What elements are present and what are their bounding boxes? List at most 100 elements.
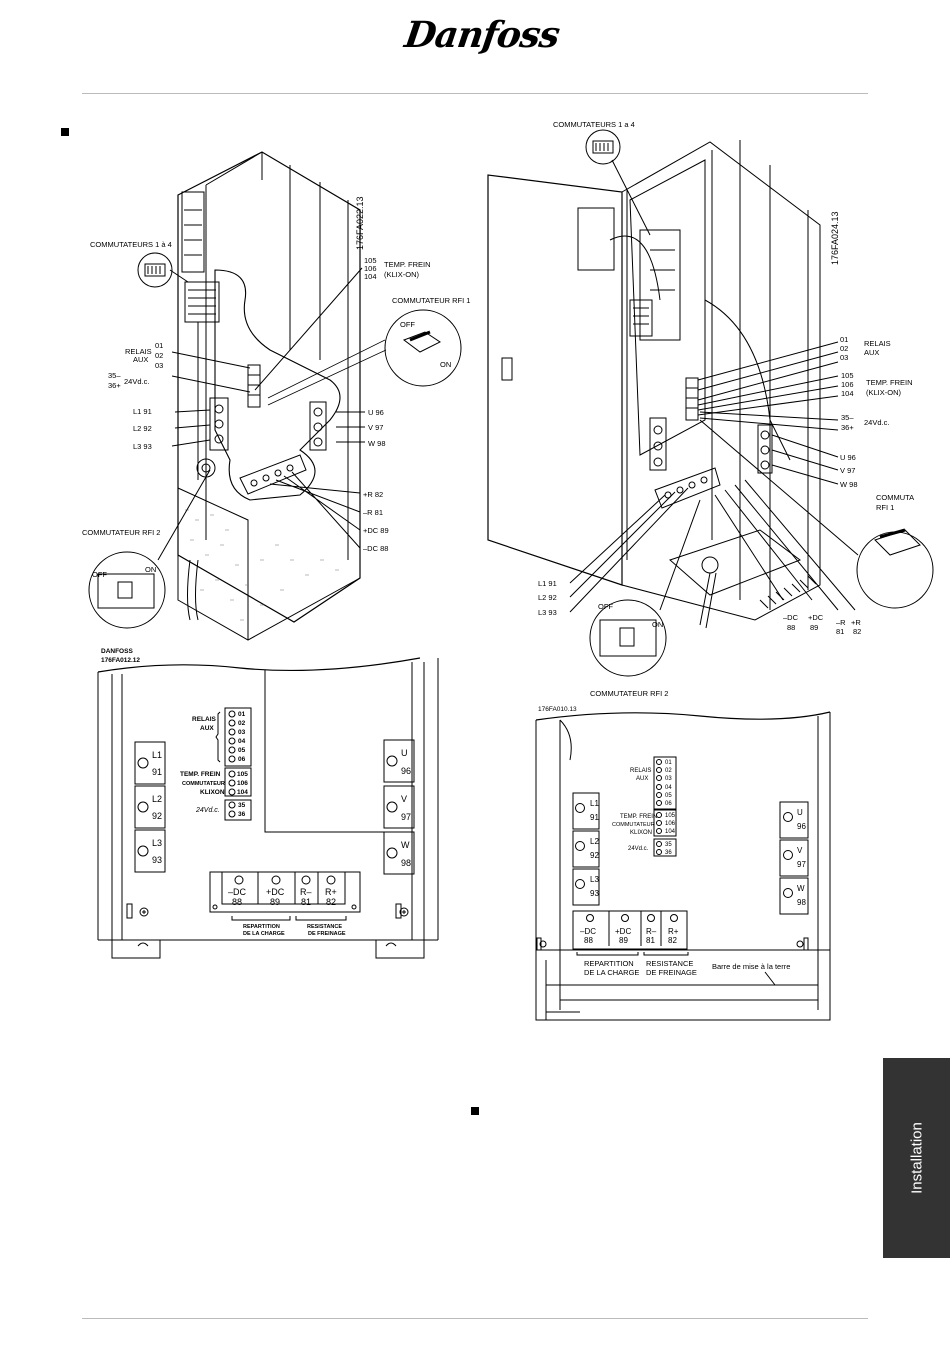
- svg-text:U 96: U 96: [368, 408, 384, 417]
- svg-text:02: 02: [840, 344, 848, 353]
- svg-text:36: 36: [238, 811, 246, 818]
- svg-text:105: 105: [364, 256, 377, 265]
- svg-text:OFF: OFF: [400, 320, 415, 329]
- svg-text:97: 97: [401, 812, 411, 822]
- svg-text:AUX: AUX: [636, 776, 648, 782]
- svg-text:RELAIS: RELAIS: [630, 768, 651, 774]
- svg-text:–DC: –DC: [783, 613, 799, 622]
- svg-text:91: 91: [590, 813, 599, 822]
- svg-text:03: 03: [155, 361, 163, 370]
- svg-text:93: 93: [152, 855, 162, 865]
- svg-text:L3 93: L3 93: [133, 442, 152, 451]
- section-bullet-1: [61, 128, 69, 136]
- svg-text:24Vd.c.: 24Vd.c.: [195, 807, 220, 814]
- svg-text:01: 01: [155, 341, 163, 350]
- svg-text:L2 92: L2 92: [538, 593, 557, 602]
- svg-text:04: 04: [238, 738, 246, 745]
- section-tab[interactable]: Installation: [883, 1058, 950, 1258]
- svg-text:98: 98: [797, 898, 806, 907]
- svg-text:02: 02: [665, 768, 672, 774]
- svg-text:W: W: [797, 884, 805, 893]
- figure-b-labels: COMMUTATEURS 1 a 4 176FA024.13 01 02 03 …: [538, 120, 914, 698]
- svg-text:88: 88: [584, 936, 593, 945]
- svg-text:36+: 36+: [841, 423, 854, 432]
- svg-text:R–: R–: [300, 887, 312, 897]
- svg-text:DE FREINAGE: DE FREINAGE: [308, 931, 346, 937]
- svg-text:DANFOSS: DANFOSS: [101, 648, 133, 655]
- svg-text:L1: L1: [590, 799, 599, 808]
- svg-text:98: 98: [401, 858, 411, 868]
- svg-text:COMMUTATEUR RFI 2: COMMUTATEUR RFI 2: [590, 689, 668, 698]
- svg-text:L3: L3: [590, 875, 599, 884]
- svg-text:36: 36: [665, 850, 672, 856]
- svg-text:104: 104: [665, 829, 676, 835]
- svg-text:RFI 1: RFI 1: [876, 503, 894, 512]
- svg-text:92: 92: [152, 811, 162, 821]
- svg-text:L3: L3: [152, 838, 162, 848]
- svg-text:82: 82: [853, 627, 861, 636]
- svg-text:105: 105: [237, 771, 248, 778]
- svg-text:24Vd.c.: 24Vd.c.: [124, 377, 149, 386]
- svg-text:36+: 36+: [108, 381, 121, 390]
- svg-text:V: V: [401, 794, 407, 804]
- svg-text:176FA024.13: 176FA024.13: [830, 211, 840, 265]
- svg-text:R+: R+: [668, 927, 679, 936]
- figure-b-drive-view: [487, 129, 934, 677]
- svg-text:L1: L1: [152, 750, 162, 760]
- svg-text:106: 106: [237, 780, 248, 787]
- svg-text:89: 89: [270, 897, 280, 907]
- svg-text:81: 81: [836, 627, 844, 636]
- svg-text:TEMP. FREIN: TEMP. FREIN: [866, 378, 913, 387]
- header-rule: [82, 93, 868, 94]
- svg-text:–R 81: –R 81: [363, 508, 383, 517]
- svg-text:81: 81: [646, 936, 655, 945]
- svg-text:+R: +R: [851, 618, 861, 627]
- svg-text:97: 97: [797, 860, 806, 869]
- svg-text:104: 104: [364, 272, 377, 281]
- svg-text:81: 81: [301, 897, 311, 907]
- svg-text:KLIXON: KLIXON: [200, 789, 225, 796]
- svg-text:82: 82: [668, 936, 677, 945]
- svg-text:+DC: +DC: [808, 613, 824, 622]
- svg-text:L3 93: L3 93: [538, 608, 557, 617]
- svg-text:06: 06: [665, 801, 672, 807]
- svg-text:176FA012.12: 176FA012.12: [101, 657, 140, 664]
- svg-text:106: 106: [665, 821, 676, 827]
- svg-text:REPARTITION: REPARTITION: [584, 959, 634, 968]
- svg-text:35–: 35–: [108, 371, 121, 380]
- svg-text:ON: ON: [652, 620, 663, 629]
- svg-text:V: V: [797, 846, 803, 855]
- svg-text:05: 05: [665, 793, 672, 799]
- svg-text:RELAIS: RELAIS: [192, 716, 217, 723]
- svg-text:COMMUTATEUR: COMMUTATEUR: [612, 822, 655, 828]
- svg-text:106: 106: [364, 264, 377, 273]
- svg-text:REPARTITION: REPARTITION: [243, 924, 280, 930]
- svg-text:L2 92: L2 92: [133, 424, 152, 433]
- svg-text:COMMUTATEURS 1 à 4: COMMUTATEURS 1 à 4: [90, 240, 172, 249]
- svg-text:93: 93: [590, 889, 599, 898]
- svg-text:+DC: +DC: [266, 887, 285, 897]
- footer-rule: [82, 1318, 868, 1319]
- svg-text:AUX: AUX: [200, 725, 214, 732]
- svg-text:176FA022.13: 176FA022.13: [355, 196, 365, 250]
- svg-text:W 98: W 98: [368, 439, 386, 448]
- figure-a-labels: 176FA022.13 COMMUTATEURS 1 à 4 105 106 1…: [82, 196, 470, 579]
- svg-text:106: 106: [841, 380, 854, 389]
- svg-text:03: 03: [238, 729, 246, 736]
- svg-text:104: 104: [237, 789, 248, 796]
- figure-a-drive-view: [88, 151, 462, 641]
- svg-text:RESISTANCE: RESISTANCE: [646, 959, 693, 968]
- svg-text:04: 04: [665, 785, 672, 791]
- svg-text:COMMUTATEUR: COMMUTATEUR: [182, 781, 225, 787]
- svg-text:L1 91: L1 91: [133, 407, 152, 416]
- svg-text:W 98: W 98: [840, 480, 858, 489]
- figure-d-labels: 176FA010.13 RELAIS AUX 01 02 03 04 05 06…: [538, 706, 806, 977]
- svg-text:96: 96: [401, 766, 411, 776]
- svg-text:03: 03: [840, 353, 848, 362]
- svg-text:DE LA CHARGE: DE LA CHARGE: [243, 931, 285, 937]
- svg-text:82: 82: [326, 897, 336, 907]
- svg-text:ON: ON: [145, 565, 156, 574]
- svg-text:–R: –R: [836, 618, 846, 627]
- svg-text:U: U: [401, 748, 408, 758]
